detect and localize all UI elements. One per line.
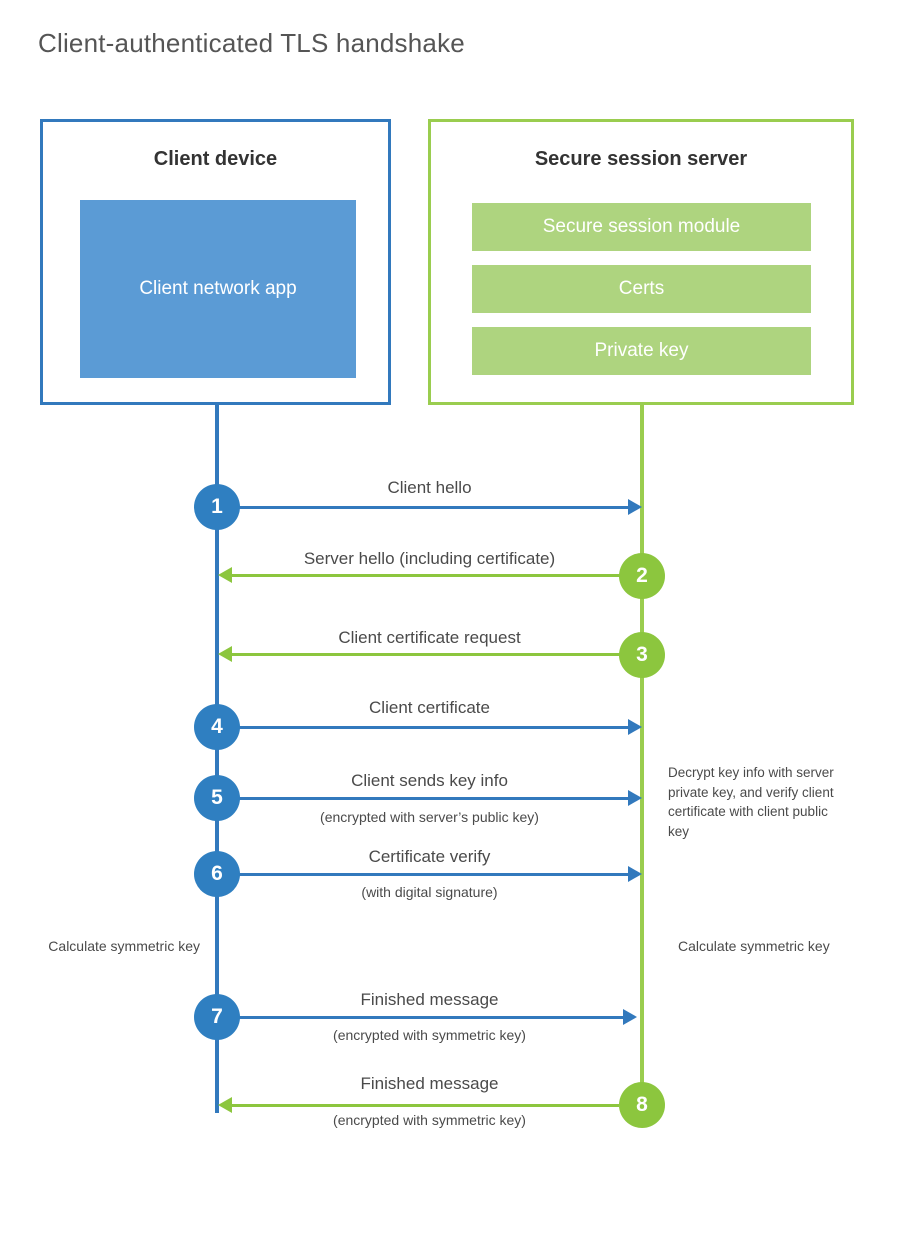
server-decrypt-note: Decrypt key info with server private key… [668, 765, 834, 839]
step-4-label: Client certificate [369, 698, 490, 717]
step-5-label: Client sends key info [351, 771, 508, 790]
step-6-arrow-head-icon [628, 866, 642, 882]
step-marker-5[interactable]: 5 [194, 775, 240, 821]
step-1-arrow-line [217, 506, 632, 509]
server-calculate-symmetric-key-note: Calculate symmetric key [678, 938, 830, 954]
client-calculate-symmetric-key-note: Calculate symmetric key [48, 938, 200, 954]
step-5-arrow-head-icon [628, 790, 642, 806]
step-7-arrow-head-icon [623, 1009, 637, 1025]
secure-session-server-box: Secure session server Secure session mod… [428, 119, 854, 405]
step-4-arrow-line [217, 726, 632, 729]
step-marker-7[interactable]: 7 [194, 994, 240, 1040]
step-marker-6[interactable]: 6 [194, 851, 240, 897]
step-7-sublabel: (encrypted with symmetric key) [333, 1027, 526, 1043]
secure-session-server-title: Secure session server [534, 148, 748, 170]
step-8-sublabel: (encrypted with symmetric key) [333, 1112, 526, 1128]
step-6-sublabel: (with digital signature) [361, 884, 498, 900]
step-3-arrow-line [231, 653, 641, 656]
client-device-box: Client device Client network app [40, 119, 391, 405]
step-marker-2[interactable]: 2 [619, 553, 665, 599]
step-5-arrow-line [217, 797, 632, 800]
step-5-sublabel: (encrypted with server’s public key) [320, 809, 539, 825]
step-3-arrow-head-icon [218, 646, 232, 662]
server-lifeline [640, 405, 644, 1105]
client-network-app-block: Client network app [80, 200, 356, 378]
step-6-label: Certificate verify [368, 847, 491, 866]
step-marker-4[interactable]: 4 [194, 704, 240, 750]
step-4-arrow-head-icon [628, 719, 642, 735]
step-marker-1[interactable]: 1 [194, 484, 240, 530]
client-device-title: Client device [153, 148, 278, 170]
server-component-secure-session-module: Secure session module [472, 203, 811, 251]
step-6-arrow-line [217, 873, 632, 876]
step-2-arrow-line [231, 574, 641, 577]
server-component-certs: Certs [472, 265, 811, 313]
client-lifeline [215, 405, 219, 1113]
step-3-label: Client certificate request [338, 628, 521, 647]
step-8-label: Finished message [360, 1074, 499, 1093]
step-marker-3[interactable]: 3 [619, 632, 665, 678]
step-8-arrow-line [231, 1104, 619, 1107]
step-8-arrow-head-icon [218, 1097, 232, 1113]
step-1-arrow-head-icon [628, 499, 642, 515]
server-component-private-key: Private key [472, 327, 811, 375]
step-2-label: Server hello (including certificate) [303, 549, 556, 568]
page-title: Client-authenticated TLS handshake [38, 28, 465, 58]
step-1-label: Client hello [387, 478, 472, 497]
step-7-arrow-line [217, 1016, 627, 1019]
step-2-arrow-head-icon [218, 567, 232, 583]
step-marker-8[interactable]: 8 [619, 1082, 665, 1128]
step-7-label: Finished message [360, 990, 499, 1009]
